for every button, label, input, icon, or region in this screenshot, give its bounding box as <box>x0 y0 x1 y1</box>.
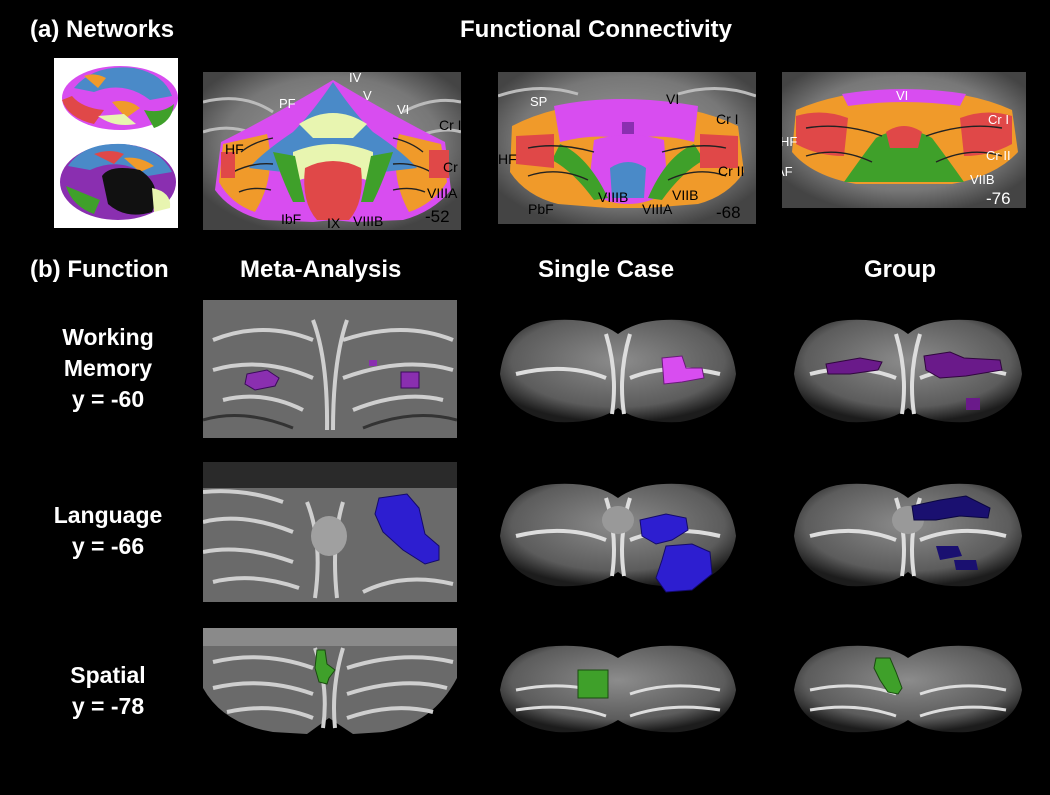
column-header-meta-analysis: Meta-Analysis <box>240 256 402 283</box>
label-IbF: IbF <box>281 211 301 227</box>
lateral-surface <box>62 66 178 130</box>
network-map-slice-52: IV V PF VI Cr I HF Cr II VIIIA IbF IX VI… <box>203 72 461 230</box>
group-language <box>790 470 1026 598</box>
label-PF: PF <box>279 96 296 111</box>
activation-blob <box>825 357 883 375</box>
label-Cr-I: Cr I <box>716 111 739 127</box>
label-VIIIB: VIIIB <box>598 189 628 205</box>
row-name: Language <box>53 502 163 528</box>
column-header-group: Group <box>864 256 936 283</box>
cortical-surface-image <box>54 58 178 228</box>
activation-blob <box>655 543 713 593</box>
label-HF: HF <box>782 134 797 149</box>
slice-label: -52 <box>425 207 450 226</box>
label-VI: VI <box>397 102 409 117</box>
label-Cr-II: Cr II <box>443 159 461 175</box>
label-VIIIB: VIIIB <box>353 213 383 229</box>
section-a-subtitle: Functional Connectivity <box>460 16 733 43</box>
row-coord: y = -78 <box>71 693 145 719</box>
label-HF: HF <box>225 141 244 157</box>
label-Cr-I: Cr I <box>988 112 1009 127</box>
activation-blob <box>936 546 962 560</box>
cerebellum-parcellation <box>215 80 451 222</box>
row-label-spatial: Spatial y = -78 <box>23 660 193 722</box>
meta-analysis-spatial <box>203 628 457 736</box>
activation-blob <box>400 371 420 389</box>
activation-blob <box>923 351 1003 379</box>
row-coord: y = -66 <box>71 533 145 559</box>
label-IX: IX <box>327 215 341 230</box>
row-name-2: Memory <box>63 355 153 381</box>
row-name: Working <box>62 324 154 350</box>
cerebellum-parcellation <box>792 89 1018 184</box>
label-VIIIA: VIIIA <box>427 185 458 201</box>
section-b-title: (b) Function <box>30 256 169 283</box>
column-header-single-case: Single Case <box>538 256 675 283</box>
label-Cr-II: Cr II <box>718 163 744 179</box>
activation-blob <box>577 669 609 699</box>
label-Cr-II: Cr II <box>986 148 1011 163</box>
group-working-memory <box>790 304 1026 428</box>
activation-blob <box>374 493 440 565</box>
slice-label: -76 <box>986 189 1011 208</box>
network-map-slice-76: VI Cr I HF Cr II AF VIIB -76 <box>782 72 1026 208</box>
cerebellum-parcellation <box>510 99 744 208</box>
group-spatial <box>790 636 1026 736</box>
row-label-working-memory: Working Memory y = -60 <box>23 322 193 415</box>
label-VIIIA: VIIIA <box>642 201 673 217</box>
meta-analysis-language <box>203 462 457 602</box>
activation-blob <box>369 360 377 366</box>
label-PbF: PbF <box>528 201 554 217</box>
label-VI: VI <box>666 91 679 107</box>
activation-blob <box>314 649 336 685</box>
single-case-language <box>496 470 740 598</box>
label-VIIB: VIIB <box>672 187 698 203</box>
label-VIIB: VIIB <box>970 172 995 187</box>
label-AF: AF <box>782 164 793 179</box>
activation-blob <box>911 495 991 521</box>
row-name: Spatial <box>70 662 146 688</box>
single-case-working-memory <box>496 304 740 428</box>
label-IV: IV <box>349 72 362 85</box>
label-SP: SP <box>530 94 547 109</box>
activation-blob <box>954 560 978 570</box>
network-map-slice-68: SP VI Cr I HF Cr II VIIB VIIIB PbF VIIIA… <box>498 72 756 224</box>
meta-analysis-working-memory <box>203 300 457 438</box>
label-V: V <box>363 88 372 103</box>
section-a-title: (a) Networks <box>30 16 175 43</box>
activation-blob <box>661 355 705 385</box>
activation-blob <box>873 657 903 695</box>
label-HF: HF <box>498 151 517 167</box>
single-case-spatial <box>496 636 740 736</box>
row-coord: y = -60 <box>71 386 145 412</box>
label-VI: VI <box>896 88 908 103</box>
activation-blob <box>244 369 280 391</box>
slice-label: -68 <box>716 203 741 222</box>
label-Cr-I: Cr I <box>439 117 461 133</box>
activation-blob <box>639 513 689 545</box>
medial-surface <box>60 143 176 220</box>
activation-blob <box>966 398 980 410</box>
row-label-language: Language y = -66 <box>23 500 193 562</box>
